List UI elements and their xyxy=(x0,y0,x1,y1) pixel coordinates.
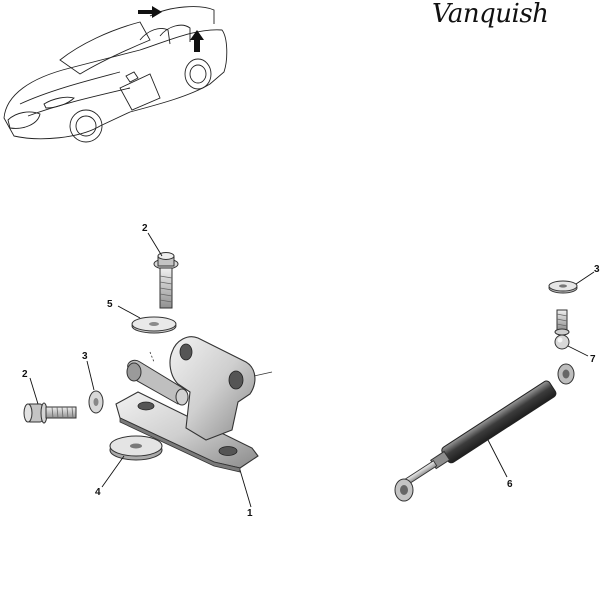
callout-labels: 2 5 3 2 4 1 3 7 6 xyxy=(22,223,600,519)
callout-bolt-left: 2 xyxy=(22,369,28,380)
callout-washer-large-top: 5 xyxy=(107,299,113,310)
washer-small-left-part xyxy=(88,390,104,414)
callout-gas-strut: 6 xyxy=(507,479,513,490)
callout-bolt-top: 2 xyxy=(142,223,148,234)
ball-stud-part xyxy=(554,309,570,350)
leader-lines xyxy=(29,232,595,508)
hinge-part xyxy=(115,336,273,473)
brand-logo: Vanquish xyxy=(432,0,548,29)
washer-small-right-part xyxy=(548,280,578,294)
gas-strut-part xyxy=(394,363,575,502)
callout-washer-large-bottom: 4 xyxy=(95,487,101,498)
callout-washer-small-left: 3 xyxy=(82,351,88,362)
washer-large-top-part xyxy=(131,316,177,334)
vehicle-locator-illustration xyxy=(3,6,228,143)
bolt-top-part xyxy=(153,252,179,309)
bolt-left-part xyxy=(23,402,77,424)
callout-washer-small-right: 3 xyxy=(594,264,600,275)
callout-hinge: 1 xyxy=(247,508,253,519)
arrow-right-icon xyxy=(138,6,162,18)
washer-large-bottom-part xyxy=(109,435,163,461)
arrow-up-icon xyxy=(190,30,204,52)
callout-ball-stud: 7 xyxy=(590,354,596,365)
